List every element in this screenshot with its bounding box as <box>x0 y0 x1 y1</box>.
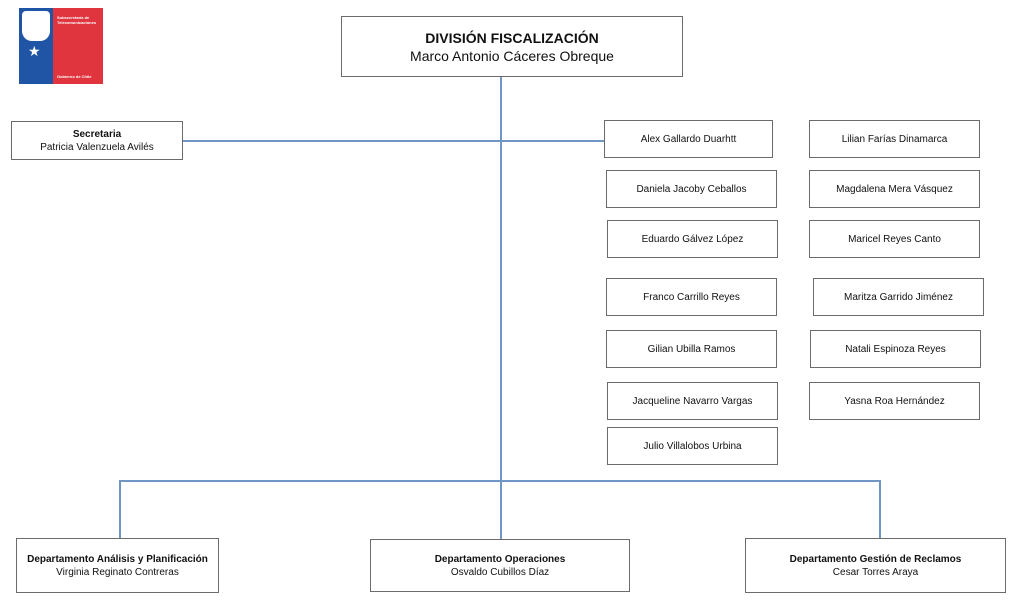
department-title: Departamento Análisis y Planificación <box>27 553 208 565</box>
staff-box: Magdalena Mera Vásquez <box>809 170 980 208</box>
staff-name: Eduardo Gálvez López <box>641 233 744 245</box>
coat-of-arms-icon <box>22 11 50 41</box>
staff-box: Yasna Roa Hernández <box>809 382 980 420</box>
staff-name: Natali Espinoza Reyes <box>845 343 946 355</box>
staff-name: Jacqueline Navarro Vargas <box>632 395 753 407</box>
staff-box: Daniela Jacoby Ceballos <box>606 170 777 208</box>
staff-name: Lilian Farías Dinamarca <box>841 133 948 145</box>
secretary-box: Secretaria Patricia Valenzuela Avilés <box>11 121 183 160</box>
staff-box: Julio Villalobos Urbina <box>607 427 778 465</box>
department-box: Departamento Gestión de Reclamos Cesar T… <box>745 538 1006 593</box>
staff-name: Franco Carrillo Reyes <box>643 291 740 303</box>
staff-name: Gilian Ubilla Ramos <box>647 343 736 355</box>
department-title: Departamento Operaciones <box>434 553 566 565</box>
department-head: Cesar Torres Araya <box>832 566 919 578</box>
staff-box: Jacqueline Navarro Vargas <box>607 382 778 420</box>
department-box: Departamento Análisis y Planificación Vi… <box>16 538 219 593</box>
secretary-title: Secretaria <box>72 128 122 140</box>
staff-box: Franco Carrillo Reyes <box>606 278 777 316</box>
staff-name: Yasna Roa Hernández <box>844 395 945 407</box>
department-head: Osvaldo Cubillos Díaz <box>450 566 550 578</box>
secretary-name: Patricia Valenzuela Avilés <box>40 141 154 153</box>
logo-line-2: Telecomunicaciones <box>57 20 97 25</box>
logo-footer: Gobierno de Chile <box>57 74 92 79</box>
staff-box: Natali Espinoza Reyes <box>810 330 981 368</box>
staff-box: Eduardo Gálvez López <box>607 220 778 258</box>
connector-dept-bar <box>119 480 881 482</box>
staff-box: Maritza Garrido Jiménez <box>813 278 984 316</box>
connector-secretary <box>183 140 604 142</box>
staff-name: Alex Gallardo Duarhtt <box>640 133 737 145</box>
government-logo: ★ Subsecretaría de Telecomunicaciones Go… <box>19 8 103 84</box>
staff-name: Julio Villalobos Urbina <box>643 440 742 452</box>
logo-blue-panel: ★ <box>19 8 53 84</box>
head-name: Marco Antonio Cáceres Obreque <box>410 47 614 64</box>
connector-dept-left <box>119 480 121 538</box>
staff-name: Maricel Reyes Canto <box>848 233 941 245</box>
connector-dept-right <box>879 480 881 538</box>
staff-name: Magdalena Mera Vásquez <box>836 183 953 195</box>
department-box: Departamento Operaciones Osvaldo Cubillo… <box>370 539 630 592</box>
department-head: Virginia Reginato Contreras <box>56 566 179 578</box>
head-box: DIVISIÓN FISCALIZACIÓN Marco Antonio Các… <box>341 16 683 77</box>
star-icon: ★ <box>28 43 41 59</box>
department-title: Departamento Gestión de Reclamos <box>789 553 962 565</box>
staff-name: Daniela Jacoby Ceballos <box>636 183 747 195</box>
connector-head-to-bottom <box>500 77 502 539</box>
staff-box: Maricel Reyes Canto <box>809 220 980 258</box>
head-title: DIVISIÓN FISCALIZACIÓN <box>425 29 599 46</box>
logo-text: Subsecretaría de Telecomunicaciones <box>57 15 101 25</box>
logo-red-panel <box>53 8 103 84</box>
staff-box: Lilian Farías Dinamarca <box>809 120 980 158</box>
staff-name: Maritza Garrido Jiménez <box>844 291 953 303</box>
staff-box: Alex Gallardo Duarhtt <box>604 120 773 158</box>
staff-box: Gilian Ubilla Ramos <box>606 330 777 368</box>
logo-line-1: Subsecretaría de <box>57 15 90 20</box>
